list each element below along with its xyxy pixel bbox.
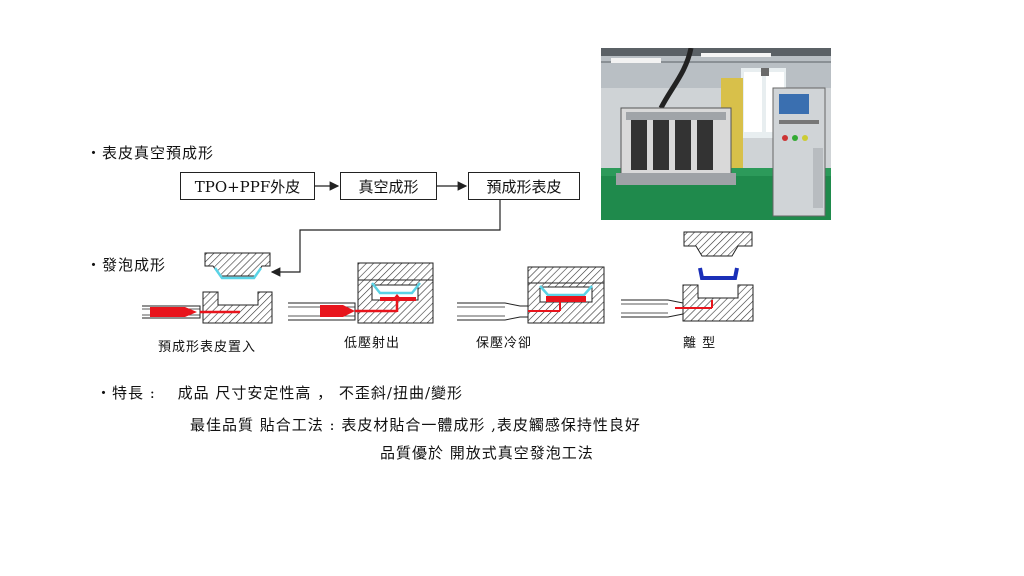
flow-box-vacuum-forming-label: 真空成形 [358, 177, 419, 196]
foam-molding-heading: ・發泡成形 [86, 256, 167, 274]
flow-box-skin-material: TPO+PPF外皮 [180, 172, 315, 200]
step1-lower-mold [202, 291, 273, 324]
step2-injection-material [320, 305, 355, 317]
step1-upper-mold [204, 252, 271, 277]
step-label-hold-pressure-cooling: 保壓冷卻 [476, 336, 533, 351]
connector-arrow [270, 200, 501, 277]
step-label-low-pressure-injection: 低壓射出 [344, 336, 401, 351]
step4-lower-mold [682, 284, 754, 322]
features-line-3: 品質優於 開放式真空發泡工法 [380, 444, 594, 462]
flow-box-vacuum-forming: 真空成形 [340, 172, 437, 200]
features-line-2: 最佳品質 貼合工法 : 表皮材貼合一體成形 ,表皮觸感保持性良好 [190, 416, 641, 434]
step4-upper-mold [683, 231, 753, 257]
step2-drawing [288, 262, 434, 324]
step1-skin [213, 267, 263, 280]
step1-drawing [142, 252, 273, 324]
flow-box-preformed-skin: 預成形表皮 [468, 172, 580, 200]
step3-drawing [457, 266, 605, 324]
flow-box-preformed-skin-label: 預成形表皮 [486, 177, 562, 196]
step2-skin [371, 282, 421, 295]
flow-box-skin-material-label: TPO+PPF外皮 [194, 177, 301, 196]
vacuum-preform-heading: ・表皮真空預成形 [86, 144, 215, 162]
step3-skin [539, 285, 593, 297]
step1-injection-material [150, 307, 197, 317]
step-label-preform-placement: 預成形表皮置入 [158, 340, 257, 355]
step3-mold [527, 266, 605, 324]
step2-mold [357, 262, 434, 324]
machine-photo [601, 48, 831, 220]
features-line-1: ・特長 : 成品 尺寸安定性高 ， 不歪斜/扭曲/變形 [96, 384, 464, 402]
step4-released-part [698, 267, 739, 280]
step4-drawing [621, 231, 754, 322]
step-label-release: 離 型 [683, 336, 717, 351]
